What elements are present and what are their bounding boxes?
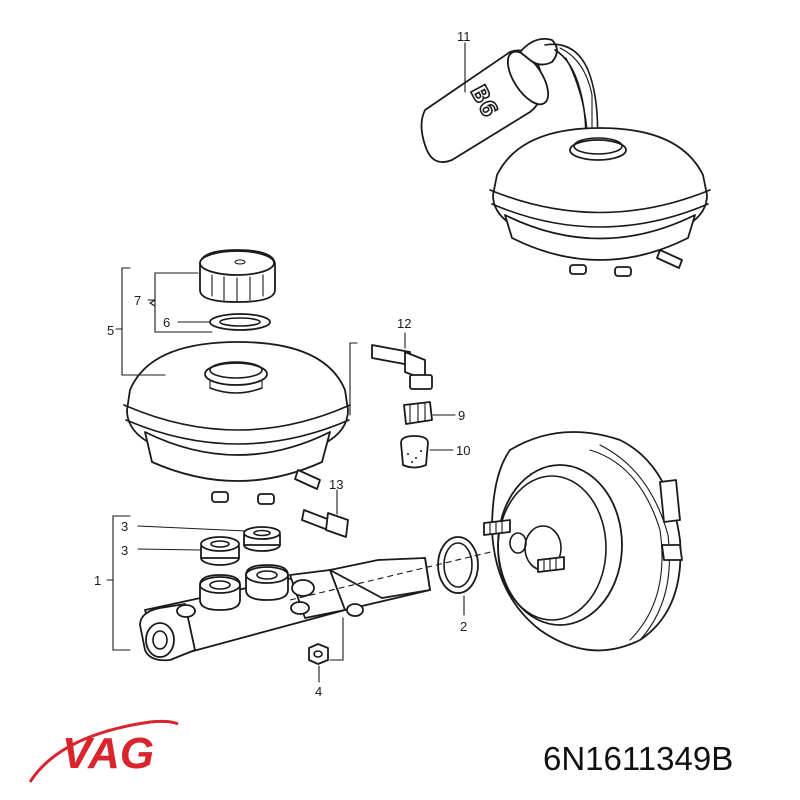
sensor-connector <box>371 344 433 390</box>
callout-10: 10 <box>456 443 470 458</box>
part-number: 6N1611349B <box>543 740 733 777</box>
callout-7: 7 <box>134 293 141 308</box>
callout-6: 6 <box>163 315 170 330</box>
cap-seal-ring <box>209 313 271 331</box>
sensor-clip <box>403 401 433 425</box>
callout-1: 1 <box>94 573 101 588</box>
callout-3-upper: 3 <box>121 519 128 534</box>
bracket-1 <box>112 515 131 651</box>
grommet-lower <box>200 536 240 566</box>
callout-13: 13 <box>329 477 343 492</box>
callout-11: 11 <box>457 29 471 44</box>
sensor-float <box>400 435 429 469</box>
bracket-12 <box>349 342 358 416</box>
callout-3-lower: 3 <box>121 543 128 558</box>
bracket-7-6-5 <box>115 267 213 376</box>
gasket-2 <box>437 536 479 594</box>
reservoir-lower <box>123 341 351 505</box>
callout-12: 12 <box>397 316 411 331</box>
reservoir-upper <box>489 127 711 277</box>
brand-name: VAG <box>62 729 154 778</box>
nut-4 <box>308 643 329 665</box>
bolt-13 <box>301 509 349 538</box>
callout-4: 4 <box>315 684 322 699</box>
brake-booster <box>483 431 683 652</box>
vag-logo: VAG <box>28 719 179 783</box>
grommet-upper <box>243 526 281 552</box>
callout-2: 2 <box>460 619 467 634</box>
reservoir-cap <box>199 249 276 303</box>
callout-9: 9 <box>458 408 465 423</box>
callout-5: 5 <box>107 323 114 338</box>
master-cylinder <box>139 557 431 662</box>
